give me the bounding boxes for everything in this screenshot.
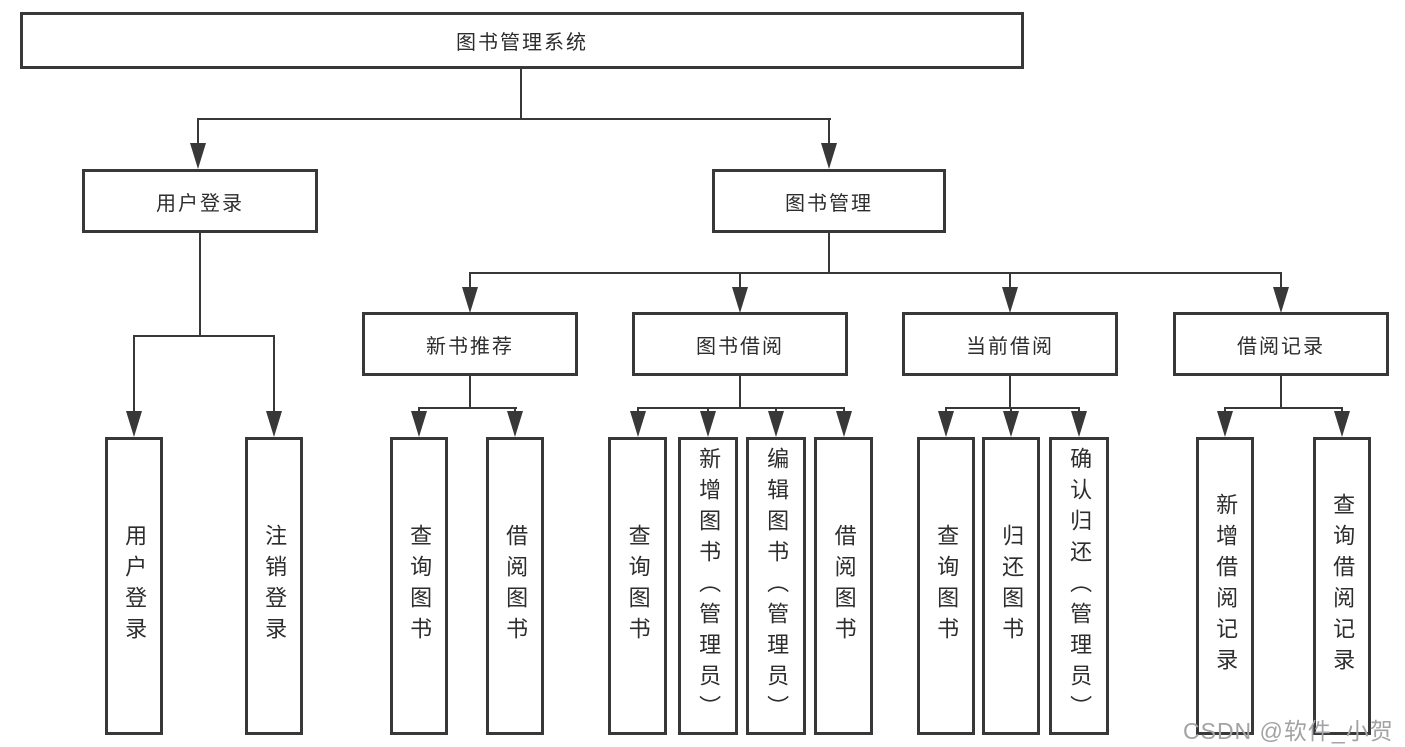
arrowhead-down-icon [700, 411, 716, 437]
node-label: 借阅记录 [1237, 335, 1325, 358]
connector-vline [739, 272, 741, 289]
node-label: 查询图书 [934, 524, 960, 648]
connector-vline [828, 233, 830, 272]
node-label: 当前借阅 [966, 335, 1054, 358]
connector-vline [843, 407, 845, 413]
node-label: 图书借阅 [696, 335, 784, 358]
arrowhead-down-icon [768, 411, 784, 437]
arrowhead-down-icon [411, 411, 427, 437]
node-current-borrowing: 当前借阅 [902, 312, 1118, 376]
leaf-query-books-recommend: 查询图书 [390, 437, 448, 735]
node-label: 编辑图书（管理员） [764, 446, 790, 726]
connector-hline [133, 335, 275, 337]
node-book-management: 图书管理 [712, 169, 946, 233]
arrowhead-down-icon [266, 411, 282, 437]
arrowhead-down-icon [462, 287, 478, 313]
connector-vline [1280, 376, 1282, 407]
leaf-query-borrow-record: 查询借阅记录 [1313, 437, 1371, 735]
arrowhead-down-icon [1217, 411, 1233, 437]
node-label: 图书管理系统 [456, 32, 588, 54]
connector-vline [739, 376, 741, 407]
leaf-query-books-borrowing: 查询图书 [608, 437, 667, 735]
arrowhead-down-icon [1273, 287, 1289, 313]
arrowhead-down-icon [1334, 411, 1350, 437]
connector-hline [945, 407, 1080, 409]
connector-hline [469, 272, 1282, 274]
connector-vline [1224, 407, 1226, 413]
node-label: 图书管理 [785, 192, 873, 215]
node-label: 查询图书 [625, 524, 651, 648]
arrowhead-down-icon [507, 411, 523, 437]
connector-vline [520, 69, 522, 118]
connector-vline [1009, 376, 1011, 407]
connector-vline [707, 407, 709, 413]
node-root-library-system: 图书管理系统 [20, 12, 1024, 69]
node-borrowing-records: 借阅记录 [1173, 312, 1389, 376]
connector-vline [1009, 272, 1011, 289]
connector-hline [418, 407, 517, 409]
connector-vline [1010, 407, 1012, 413]
leaf-borrow-books-recommend: 借阅图书 [486, 437, 544, 735]
node-label: 用户登录 [156, 192, 244, 215]
arrowhead-down-icon [1071, 411, 1087, 437]
node-user-login: 用户登录 [82, 169, 318, 233]
node-label: 确认归还（管理员） [1067, 446, 1093, 726]
leaf-add-borrow-record: 新增借阅记录 [1196, 437, 1254, 735]
leaf-return-books: 归还图书 [982, 437, 1040, 735]
arrowhead-down-icon [126, 411, 142, 437]
leaf-logout: 注销登录 [245, 437, 303, 735]
node-label: 借阅图书 [503, 524, 529, 648]
leaf-query-books-current: 查询图书 [917, 437, 975, 735]
connector-vline [1280, 272, 1282, 289]
connector-vline [199, 233, 201, 335]
connector-vline [945, 407, 947, 413]
connector-vline [1078, 407, 1080, 413]
leaf-add-books-admin: 新增图书（管理员） [678, 437, 738, 735]
arrowhead-down-icon [1002, 287, 1018, 313]
arrowhead-down-icon [732, 287, 748, 313]
node-label: 新增借阅记录 [1213, 493, 1239, 679]
node-label: 用户登录 [122, 524, 148, 648]
node-label: 借阅图书 [831, 524, 857, 648]
connector-vline [197, 118, 199, 145]
connector-vline [514, 407, 516, 413]
node-label: 注销登录 [262, 524, 288, 648]
connector-vline [469, 376, 471, 407]
arrowhead-down-icon [836, 411, 852, 437]
arrowhead-down-icon [821, 143, 837, 169]
connector-vline [828, 118, 830, 145]
connector-vline [273, 335, 275, 411]
connector-vline [775, 407, 777, 413]
arrowhead-down-icon [938, 411, 954, 437]
arrowhead-down-icon [1003, 411, 1019, 437]
connector-hline [637, 407, 845, 409]
connector-vline [469, 272, 471, 289]
connector-vline [418, 407, 420, 413]
connector-vline [1341, 407, 1343, 413]
node-label: 查询借阅记录 [1330, 493, 1356, 679]
csdn-watermark: CSDN @软件_小贺同学 [1183, 718, 1394, 744]
arrowhead-down-icon [190, 143, 206, 169]
node-label: 归还图书 [999, 524, 1025, 648]
leaf-user-login: 用户登录 [105, 437, 163, 735]
node-new-book-recommendation: 新书推荐 [362, 312, 578, 376]
node-label: 查询图书 [407, 524, 433, 648]
leaf-borrow-books-borrowing: 借阅图书 [814, 437, 873, 735]
connector-hline [1224, 407, 1343, 409]
leaf-confirm-return-admin: 确认归还（管理员） [1049, 437, 1109, 735]
connector-vline [133, 335, 135, 411]
node-label: 新书推荐 [426, 335, 514, 358]
node-book-borrowing: 图书借阅 [632, 312, 848, 376]
arrowhead-down-icon [630, 411, 646, 437]
node-label: 新增图书（管理员） [696, 446, 722, 726]
leaf-edit-books-admin: 编辑图书（管理员） [746, 437, 806, 735]
connector-vline [637, 407, 639, 413]
connector-hline [197, 118, 831, 120]
